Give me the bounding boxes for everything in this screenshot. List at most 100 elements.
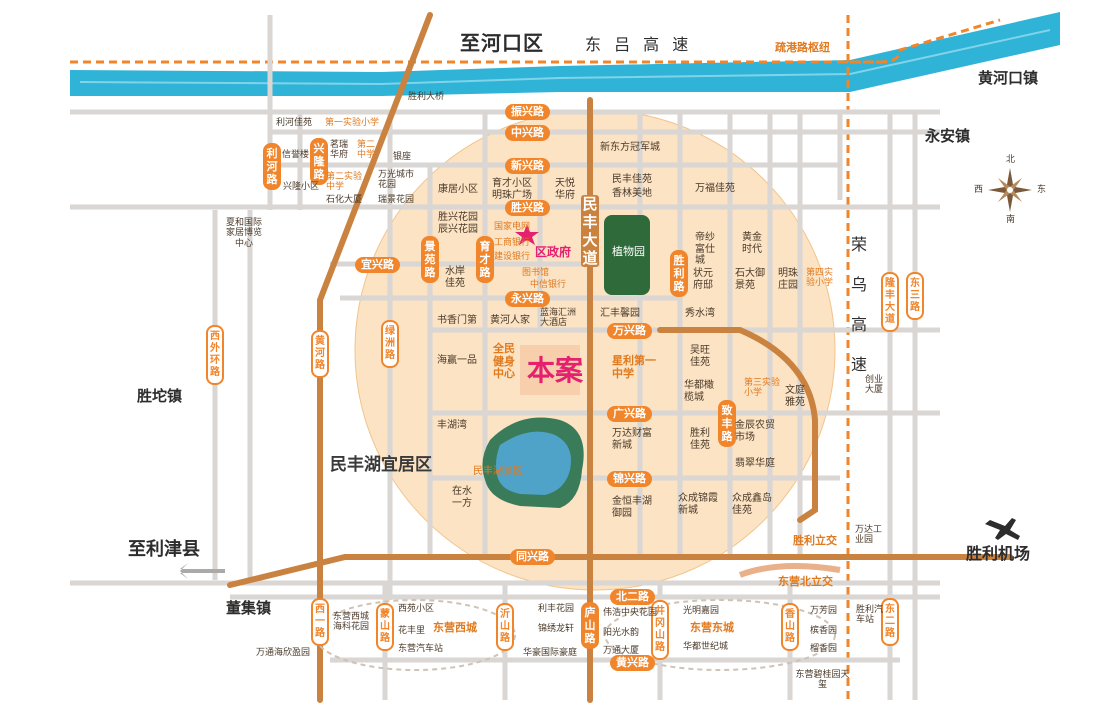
poi-zhongxin: 中信银行 (530, 280, 567, 290)
poi-xingrui: 茗瑞华府 (330, 140, 349, 161)
botanical-garden-shape (604, 215, 650, 295)
poi-wanda: 万达财富新城 (612, 428, 652, 451)
road-beier: 北二路 (610, 589, 655, 605)
poi-qichezhan: 东营汽车站 (398, 644, 444, 654)
expressway-label: 东 吕 高 速 (585, 35, 693, 54)
poi-wanguang: 万光城市花园 (378, 170, 415, 191)
road-shengli: 胜利路 (670, 250, 688, 297)
poi-zhiwuyuan: 植物园 (612, 245, 645, 258)
poi-huifeng: 汇丰馨园 (600, 308, 640, 319)
river-shading (79, 29, 1051, 86)
poi-shengxing: 胜兴花园 (438, 212, 478, 223)
poi-fenghuwan: 丰湖湾 (437, 420, 467, 431)
compass-south: 南 (1006, 215, 1016, 225)
poi-wantong-dasha: 万通大厦 (603, 646, 640, 656)
project-label: 本案 (527, 354, 584, 387)
west-city-outline (314, 599, 516, 671)
left-arrow-icon (180, 563, 225, 579)
poi-zhongcheng2: 众成鑫岛佳苑 (732, 493, 772, 516)
poi-shuian: 水岸佳苑 (445, 266, 465, 289)
poi-dishao: 帝纱富仕城 (695, 232, 715, 266)
poi-yinzuo: 银座 (393, 152, 412, 162)
road-yucai: 育才路 (476, 236, 494, 283)
poi-quanmin: 全民健身中心 (493, 342, 515, 381)
road-donger: 东二路 (881, 598, 899, 646)
road-yongxing: 永兴路 (505, 291, 550, 307)
poi-xinglong-xiaoqu: 兴隆小区 (283, 182, 320, 192)
poi-chuangye: 创业大厦 (865, 375, 884, 396)
poi-jinchen: 金辰农贸市场 (735, 420, 775, 443)
poi-shengli-bus: 胜利汽车站 (856, 605, 884, 626)
shengtuo-label: 胜坨镇 (137, 387, 183, 405)
poi-dongying-xi: 东营西城海科花园 (333, 612, 370, 633)
poi-xinfang: 新东方冠军城 (600, 142, 660, 153)
poi-jinxiang: 槟香园 (810, 626, 838, 636)
expressway-hub-curve (840, 18, 1001, 64)
airport-label: 胜利机场 (966, 544, 1031, 563)
poi-di2: 第二中学 (357, 140, 376, 161)
poi-ruiyin: 瑞景花园 (378, 195, 415, 205)
district-label: 至河口区 (460, 31, 544, 55)
road-longfeng: 隆丰大道 (881, 272, 899, 332)
poi-xingli: 星利第一中学 (612, 354, 656, 380)
poi-liuxiang: 榴香园 (810, 644, 838, 654)
poi-xianglin: 香林美地 (612, 188, 652, 199)
poi-lifeng: 利丰花园 (538, 604, 575, 614)
poi-shengli-jiayuan: 胜利佳苑 (690, 428, 710, 451)
airplane-icon (985, 518, 1020, 540)
poi-yangguang: 阳光水韵 (603, 628, 640, 638)
poi-huangjin: 黄金时代 (742, 232, 762, 255)
poi-guojia: 国家电网 (494, 222, 531, 232)
poi-guangming: 光明嘉园 (683, 606, 720, 616)
poi-wantong: 万通海欣盈园 (256, 648, 311, 658)
road-mengshan: 蒙山路 (376, 603, 394, 651)
road-shengxing: 胜兴路 (505, 200, 550, 216)
yongan-label: 永安镇 (925, 127, 971, 145)
road-huangxing: 黄兴路 (610, 655, 655, 671)
bridge-label: 胜利大桥 (408, 92, 445, 102)
road-minfeng: 民丰大道 (581, 195, 599, 267)
poi-mingyi: 明珠广场 (492, 190, 532, 201)
poi-mingzhu: 明珠庄园 (778, 268, 798, 291)
poi-minfenghu: 民丰湖景区 (473, 466, 523, 477)
government-star-icon (515, 224, 539, 245)
poi-jinxiu: 锦绣龙轩 (538, 624, 575, 634)
poi-huadu: 华都橄榄城 (684, 380, 714, 403)
poi-gongshang: 工商银行 (494, 238, 531, 248)
lake-water (496, 431, 571, 495)
poi-huanghe: 黄河人家 (490, 315, 530, 326)
hub-label: 疏港路枢纽 (775, 41, 830, 54)
poi-weiqiao: 伟浩中央花园 (603, 608, 658, 618)
poi-wenting: 文庭雅苑 (785, 385, 805, 408)
dongji-label: 董集镇 (226, 599, 272, 617)
road-xiwai: 西外环路 (206, 325, 224, 385)
road-xiyi: 西一路 (311, 598, 329, 646)
road-xiangshan: 香山路 (781, 603, 799, 651)
poi-feicui: 翡翠华庭 (735, 458, 775, 469)
road-guangxing: 广兴路 (607, 406, 652, 422)
road-dongsan: 东三路 (906, 272, 924, 320)
river-town-label: 黄河口镇 (978, 69, 1039, 87)
road-xinxing: 新兴路 (505, 158, 550, 174)
poi-tushuguan: 图书馆 (522, 268, 550, 278)
road-lushan: 庐山路 (581, 602, 599, 649)
compass-rose-icon (988, 168, 1032, 212)
road-tongxing: 同兴路 (510, 549, 555, 565)
poi-haiying: 海赢一品 (437, 355, 477, 366)
east-city-outline (604, 599, 836, 671)
poi-huafeng: 花丰里 (398, 626, 426, 636)
poi-biyuan: 东营碧桂园天玺 (795, 670, 850, 691)
poi-jianshe: 建设银行 (494, 252, 531, 262)
poi-minfeng-jiayuan: 民丰佳苑 (612, 174, 652, 185)
road-jinggang: 井冈山路 (651, 600, 669, 660)
road-zhongxing: 中兴路 (505, 125, 550, 141)
poi-xiahe: 夏和国际家居博览中心 (225, 218, 262, 249)
road-yixing: 宜兴路 (355, 257, 400, 273)
west-city-label: 东营西城 (433, 621, 477, 634)
lijin-label: 至利津县 (128, 539, 200, 560)
road-lvzhou: 绿洲路 (381, 320, 399, 368)
compass-east: 东 (1037, 185, 1047, 195)
road-wanxing: 万兴路 (607, 323, 652, 339)
road-rongwu: 荣乌高速 (850, 235, 867, 374)
